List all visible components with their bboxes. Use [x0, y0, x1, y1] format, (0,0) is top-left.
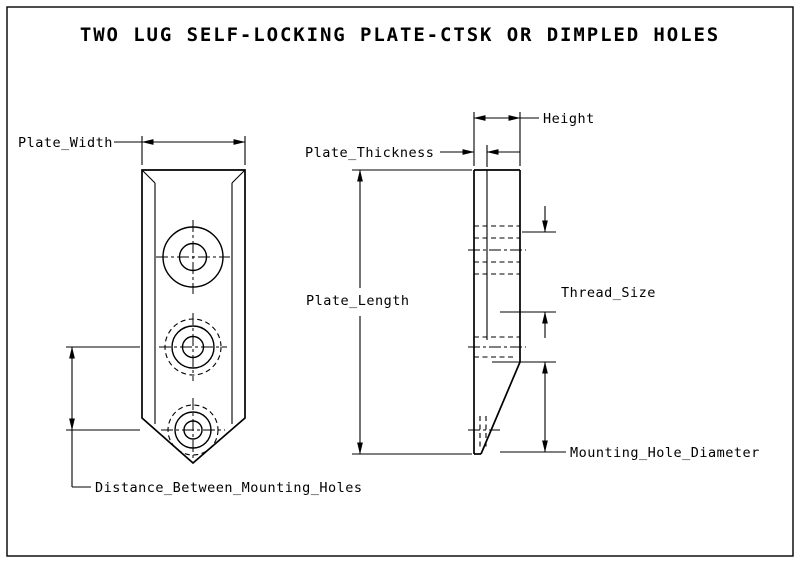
dim-distance-between-mounting-holes: Distance_Between_Mounting_Holes — [66, 346, 362, 496]
front-middle-hole — [159, 313, 227, 381]
side-view — [468, 169, 526, 455]
dim-height: Height — [473, 111, 595, 166]
front-top-hole — [156, 220, 230, 294]
dim-mounting-hole-diameter: Mounting_Hole_Diameter — [492, 361, 760, 461]
front-bottom-hole — [161, 398, 225, 458]
dim-thread-size: Thread_Size — [500, 206, 656, 338]
plate-length-label: Plate_Length — [306, 293, 410, 309]
height-label: Height — [543, 111, 595, 127]
dim-plate-thickness: Plate_Thickness — [305, 145, 520, 167]
mounting-hole-diameter-label: Mounting_Hole_Diameter — [570, 445, 760, 461]
front-plate-outline — [141, 169, 246, 465]
dim-plate-width: Plate_Width — [18, 135, 246, 165]
distance-between-mounting-holes-label: Distance_Between_Mounting_Holes — [95, 480, 362, 496]
thread-size-label: Thread_Size — [561, 285, 656, 301]
chamfer-edge — [231, 169, 246, 184]
drawing-border — [6, 6, 794, 557]
hole-outer-circle — [171, 325, 215, 369]
front-view — [141, 169, 246, 465]
outline-taper-edge — [480, 361, 521, 455]
plate-width-label: Plate_Width — [18, 135, 113, 151]
drawing-title: TWO LUG SELF-LOCKING PLATE-CTSK OR DIMPL… — [80, 24, 720, 46]
plate-thickness-label: Plate_Thickness — [305, 145, 434, 161]
dim-plate-length: Plate_Length — [306, 169, 472, 455]
chamfer-edge — [141, 169, 156, 184]
